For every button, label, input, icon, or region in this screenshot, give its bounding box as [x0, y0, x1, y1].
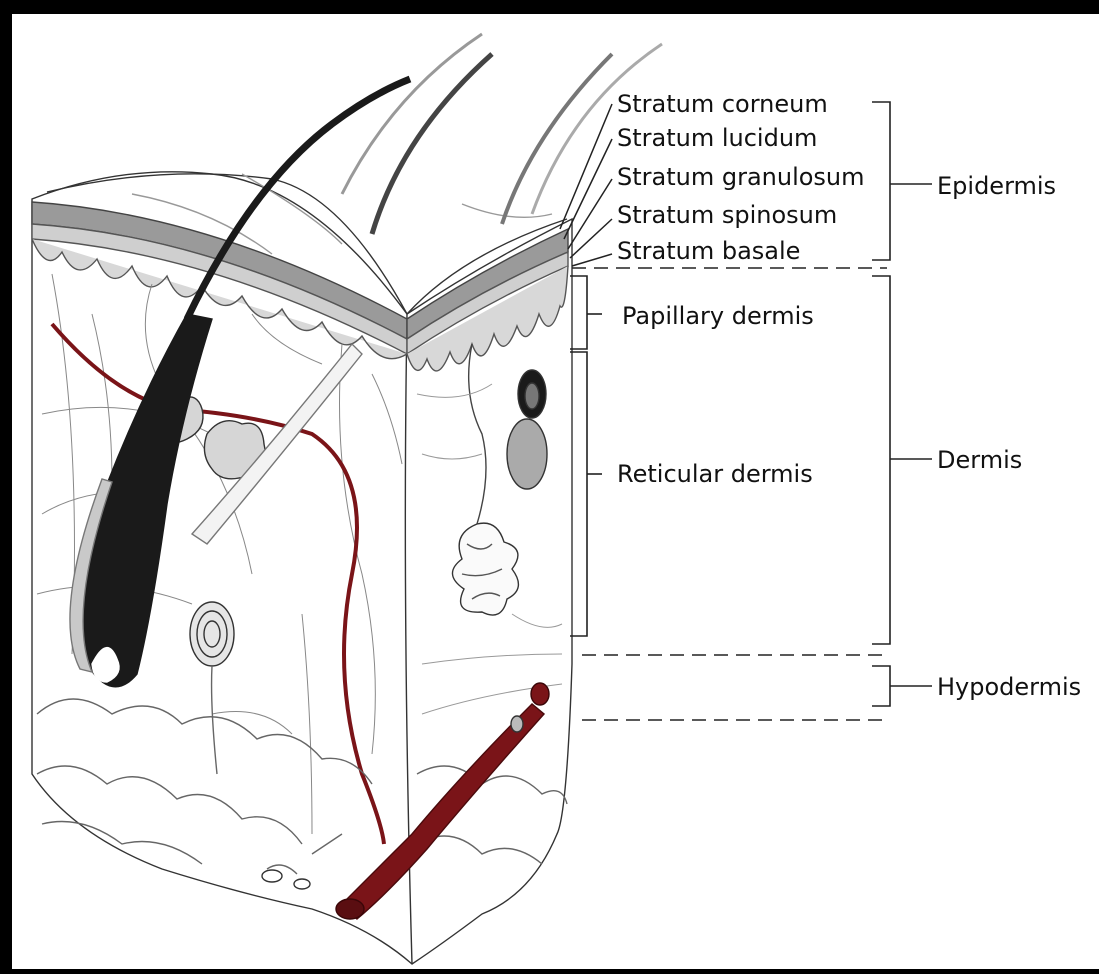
label-stratum-basale: Stratum basale [617, 237, 800, 265]
hair-shaft-4 [502, 54, 612, 224]
label-stratum-corneum: Stratum corneum [617, 90, 828, 118]
label-hypodermis: Hypodermis [937, 673, 1081, 701]
hypodermis-bracket [872, 666, 890, 706]
skin-cross-section-diagram: Stratum corneum Stratum lucidum Stratum … [12, 14, 1099, 969]
hair-shaft-3 [342, 34, 482, 194]
label-stratum-granulosum: Stratum granulosum [617, 163, 865, 191]
figure-canvas: Stratum corneum Stratum lucidum Stratum … [12, 14, 1099, 969]
brackets [570, 102, 932, 706]
label-reticular-dermis: Reticular dermis [617, 460, 813, 488]
vessel-opening-2 [531, 683, 549, 705]
epidermis-bracket [872, 102, 890, 260]
vessel-opening-1 [336, 899, 364, 919]
label-stratum-spinosum: Stratum spinosum [617, 201, 837, 229]
label-papillary-dermis: Papillary dermis [622, 302, 814, 330]
label-dermis: Dermis [937, 446, 1022, 474]
boundary-dashes [572, 268, 887, 720]
hair-shaft-2 [372, 54, 492, 234]
dermis-bracket [872, 276, 890, 644]
label-stratum-lucidum: Stratum lucidum [617, 124, 817, 152]
skin-block-illustration [32, 34, 662, 964]
label-epidermis: Epidermis [937, 172, 1056, 200]
